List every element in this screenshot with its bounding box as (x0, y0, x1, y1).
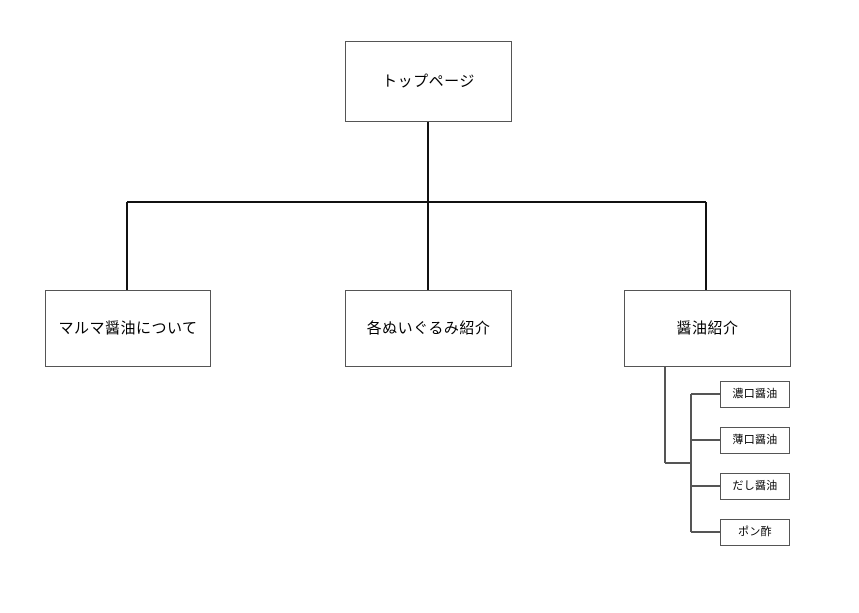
node-dashi-shoyu-label: だし醤油 (732, 479, 778, 492)
node-about-maruma-shoyu[interactable]: マルマ醤油について (45, 290, 211, 367)
node-plush-introduction[interactable]: 各ぬいぐるみ紹介 (345, 290, 512, 367)
node-top-page[interactable]: トップページ (345, 41, 512, 122)
node-plush-introduction-label: 各ぬいぐるみ紹介 (366, 319, 491, 337)
node-ponzu-label: ポン酢 (738, 525, 772, 538)
node-shoyu-introduction-label: 醤油紹介 (676, 319, 739, 337)
node-shoyu-introduction[interactable]: 醤油紹介 (624, 290, 791, 367)
node-koikuchi-shoyu-label: 濃口醤油 (732, 387, 778, 400)
node-usukuchi-shoyu[interactable]: 薄口醤油 (720, 427, 790, 454)
node-ponzu[interactable]: ポン酢 (720, 519, 790, 546)
node-top-page-label: トップページ (382, 72, 475, 90)
node-dashi-shoyu[interactable]: だし醤油 (720, 473, 790, 500)
node-koikuchi-shoyu[interactable]: 濃口醤油 (720, 381, 790, 408)
node-usukuchi-shoyu-label: 薄口醤油 (732, 433, 778, 446)
node-about-maruma-shoyu-label: マルマ醤油について (58, 319, 198, 337)
